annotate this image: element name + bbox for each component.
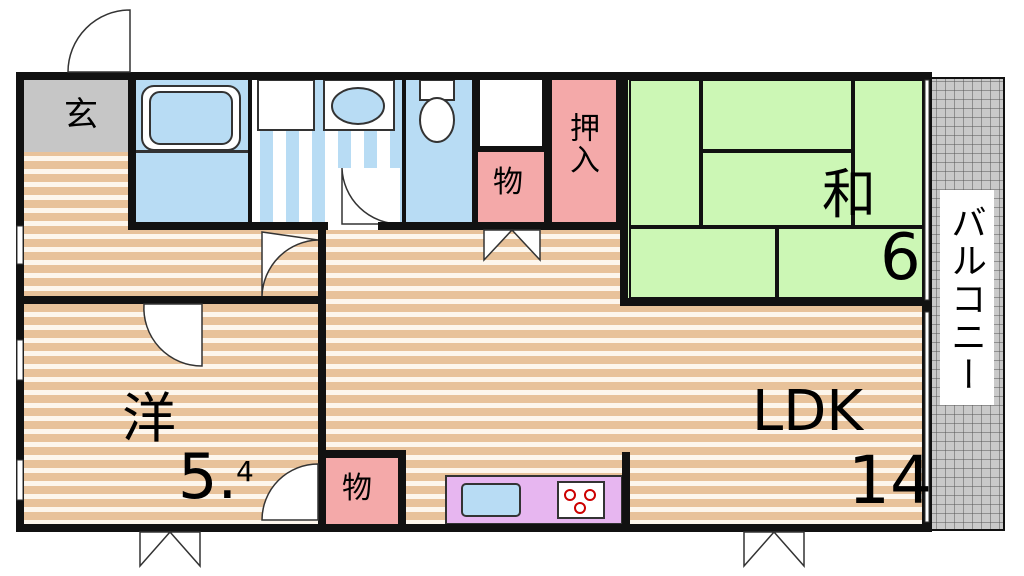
bathroom bbox=[134, 78, 248, 224]
door-hall-icon bbox=[261, 231, 319, 297]
storage-door-icon bbox=[483, 229, 514, 262]
western-room-size: 5. bbox=[178, 440, 238, 513]
storage-2-label: 物 bbox=[342, 471, 372, 506]
doors bbox=[67, 9, 805, 568]
japanese-room bbox=[626, 78, 926, 300]
window-door-left-icon bbox=[139, 531, 172, 568]
hallway-floor bbox=[22, 152, 130, 232]
balcony bbox=[929, 77, 1005, 531]
closet-top bbox=[476, 76, 546, 154]
entrance-label: 玄 bbox=[64, 95, 98, 135]
door-western-icon bbox=[143, 303, 203, 367]
door-closet-icon bbox=[261, 463, 319, 521]
kitchen-sink-icon bbox=[461, 483, 521, 517]
ldk-label: LDK bbox=[752, 379, 864, 444]
windows bbox=[16, 79, 930, 523]
oshiire-label: 押入 bbox=[564, 112, 599, 176]
balcony-label: バルコニー bbox=[945, 204, 986, 394]
entrance-door-icon bbox=[67, 9, 131, 73]
corridor-floor bbox=[322, 230, 624, 302]
washroom bbox=[252, 78, 402, 225]
storage-1-label: 物 bbox=[493, 165, 523, 200]
toilet bbox=[406, 78, 472, 224]
walls bbox=[16, 72, 932, 532]
western-room-size-decimal: 4 bbox=[236, 455, 254, 488]
entrance-area bbox=[22, 78, 130, 152]
western-room-label: 洋 bbox=[122, 387, 176, 450]
storage-1 bbox=[478, 152, 544, 224]
oshiire bbox=[552, 78, 620, 224]
window-door-right-icon bbox=[743, 531, 776, 568]
japanese-room-size: 6 bbox=[880, 221, 921, 295]
ldk-size: 14 bbox=[848, 442, 932, 519]
kitchen-counter bbox=[445, 475, 623, 525]
storage-2 bbox=[326, 456, 398, 526]
japanese-room-label: 和 bbox=[822, 163, 876, 226]
washing-machine-icon bbox=[257, 79, 315, 131]
